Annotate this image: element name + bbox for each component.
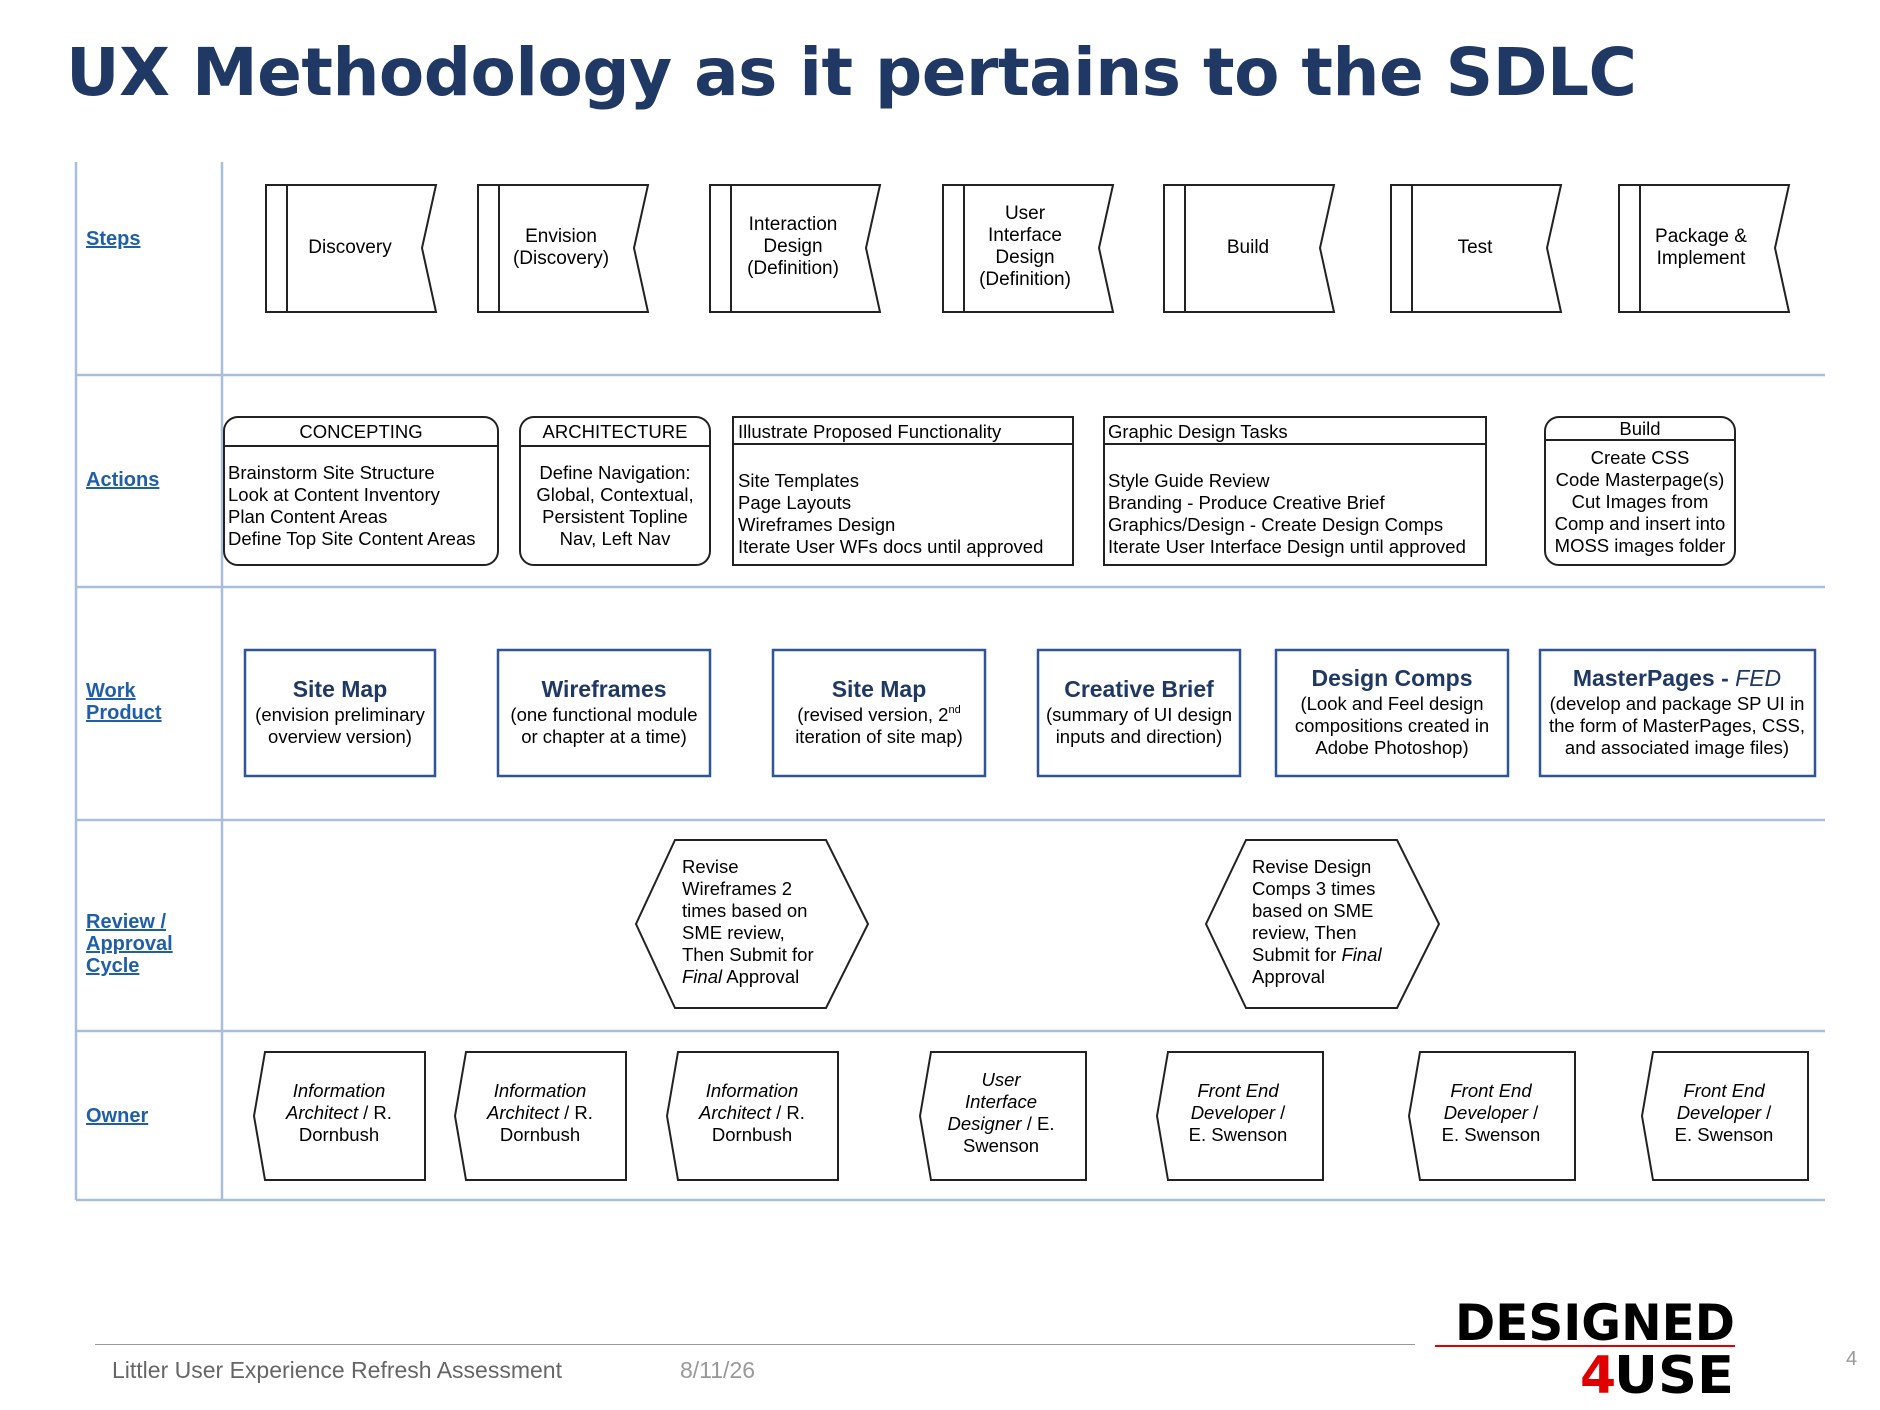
footer-title: Littler User Experience Refresh Assessme… (112, 1357, 562, 1383)
svg-text:Build: Build (1227, 237, 1269, 258)
svg-text:CONCEPTING: CONCEPTING (299, 421, 422, 442)
page-number: 4 (1846, 1348, 1858, 1370)
svg-text:Discovery: Discovery (308, 237, 392, 258)
svg-text:Creative Brief: Creative Brief (1064, 676, 1214, 702)
svg-text:Define Navigation:Global, Cont: Define Navigation:Global, Contextual,Per… (536, 462, 693, 549)
footer-date: 8/11/26 (680, 1357, 756, 1383)
svg-text:Test: Test (1458, 237, 1494, 258)
svg-text:USE: USE (1614, 1346, 1734, 1405)
step-package-implement: Package &Implement (1618, 184, 1791, 313)
steps-row: Discovery Envision(Discovery) Interactio… (265, 184, 1791, 313)
svg-text:Site Map: Site Map (293, 676, 388, 702)
step-test: Test (1390, 184, 1563, 313)
row-label-owner: Owner (86, 1105, 148, 1127)
svg-text:Illustrate Proposed Functional: Illustrate Proposed Functionality (738, 421, 1002, 442)
svg-text:Site Map: Site Map (832, 676, 927, 702)
grid (74, 162, 1825, 1202)
row-label-actions: Actions (86, 469, 159, 491)
row-label-steps: Steps (86, 228, 140, 250)
svg-text:MasterPages - FED: MasterPages - FED (1573, 665, 1781, 691)
svg-text:Graphic Design Tasks: Graphic Design Tasks (1108, 421, 1288, 442)
action-architecture: ARCHITECTURE Define Navigation:Global, C… (519, 416, 711, 566)
svg-text:4: 4 (1580, 1346, 1616, 1405)
svg-text:Package &Implement: Package &Implement (1655, 226, 1747, 269)
svg-text:ARCHITECTURE: ARCHITECTURE (543, 421, 688, 442)
svg-text:Build: Build (1619, 418, 1660, 439)
designed4use-logo: DESIGNED 4 USE (1435, 1294, 1735, 1405)
footer-divider (95, 1344, 1415, 1345)
work-product-masterpages: MasterPages - FED (develop and package S… (1538, 648, 1817, 778)
svg-text:Envision(Discovery): Envision(Discovery) (513, 226, 609, 269)
page-title: UX Methodology as it pertains to the SDL… (66, 34, 1637, 111)
svg-text:DESIGNED: DESIGNED (1455, 1294, 1735, 1352)
svg-text:Wireframes: Wireframes (541, 676, 666, 702)
step-build: Build (1163, 184, 1336, 313)
svg-text:Design Comps: Design Comps (1311, 665, 1472, 691)
step-discovery: Discovery (265, 184, 438, 313)
action-illustrate: Illustrate Proposed Functionality Site T… (732, 416, 1074, 566)
step-envision: Envision(Discovery) (477, 184, 650, 313)
